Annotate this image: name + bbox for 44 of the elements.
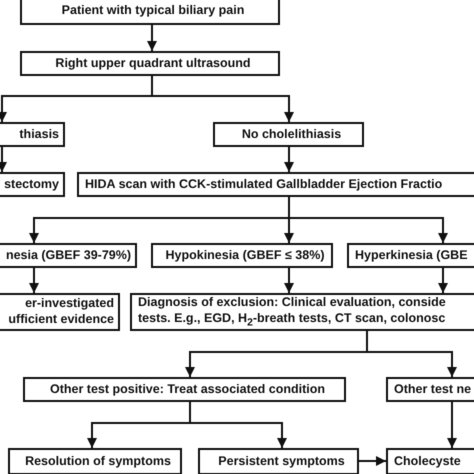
arrow xyxy=(288,197,448,243)
node-text: Cholecyste xyxy=(394,454,461,470)
arrow xyxy=(0,147,7,172)
node-text: Other test positive: Treat associated condition xyxy=(50,382,326,398)
process-box xyxy=(130,293,474,331)
node-text: Diagnosis of exclusion: Clinical evaluation, conside tests. E.g., EGD, H$_{2}$-breath tests, CT scan, colonosc xyxy=(138,294,446,330)
process-box xyxy=(386,448,474,474)
arrow xyxy=(447,402,457,448)
process-box xyxy=(20,0,280,25)
arrow xyxy=(29,268,39,293)
process-box xyxy=(0,243,137,268)
arrow xyxy=(438,268,448,293)
process-box xyxy=(20,51,280,76)
node-text: Patient with typical biliary pain xyxy=(62,3,244,19)
node-text: stectomy xyxy=(4,176,59,192)
node-text: Resolution of symptoms xyxy=(25,454,171,470)
node-text: Right upper quadrant ultrasound xyxy=(55,56,251,72)
process-box xyxy=(77,172,474,197)
node-text: Hypokinesia (GBEF ≤ 38%) xyxy=(166,248,324,264)
process-box xyxy=(0,293,120,331)
process-box xyxy=(0,122,65,147)
node-text: nesia (GBEF 39-79%) xyxy=(6,248,131,264)
node-text: Other test ne xyxy=(394,382,472,398)
node-text: er-investigated ufficient evidence xyxy=(8,296,114,328)
process-box xyxy=(347,243,474,268)
process-box xyxy=(213,122,364,147)
node-text: thiasis xyxy=(19,126,59,142)
process-box xyxy=(198,448,359,474)
arrow xyxy=(189,402,287,448)
arrow xyxy=(366,331,457,377)
arrow xyxy=(151,76,294,122)
process-box xyxy=(151,243,333,268)
process-box xyxy=(23,377,346,402)
node-text: HIDA scan with CCK-stimulated Gallbladder Ejection Fractio xyxy=(85,176,442,192)
process-box xyxy=(0,172,65,197)
arrow xyxy=(147,25,157,51)
arrow xyxy=(284,268,294,293)
node-text: Hyperkinesia (GBE xyxy=(355,248,468,264)
process-box xyxy=(8,448,182,474)
process-box xyxy=(386,377,474,402)
arrow xyxy=(359,456,386,466)
arrow xyxy=(284,147,294,172)
node-text: No cholelithiasis xyxy=(242,126,342,142)
node-text: Persistent symptoms xyxy=(218,454,345,470)
